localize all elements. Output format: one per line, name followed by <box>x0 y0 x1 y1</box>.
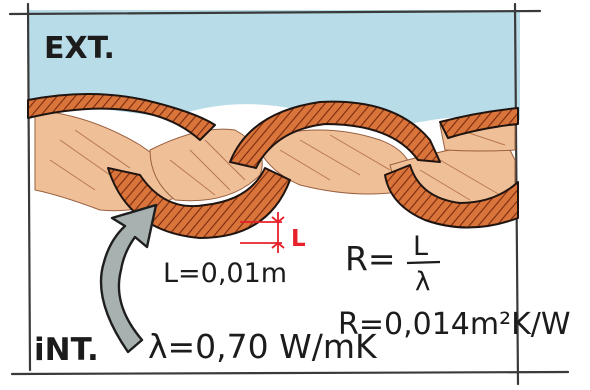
fraction-bar <box>407 262 440 263</box>
exterior-label: EXT. <box>44 31 115 66</box>
interior-label: iNT. <box>34 332 99 368</box>
resistance-denominator: λ <box>415 267 430 297</box>
thickness-symbol: L <box>291 226 306 252</box>
resistance-value: R=0,014m²K/W <box>338 307 571 342</box>
resistance-numerator: L <box>413 231 428 262</box>
thickness-formula: L=0,01m <box>163 258 287 289</box>
resistance-lhs: R= <box>345 239 396 278</box>
